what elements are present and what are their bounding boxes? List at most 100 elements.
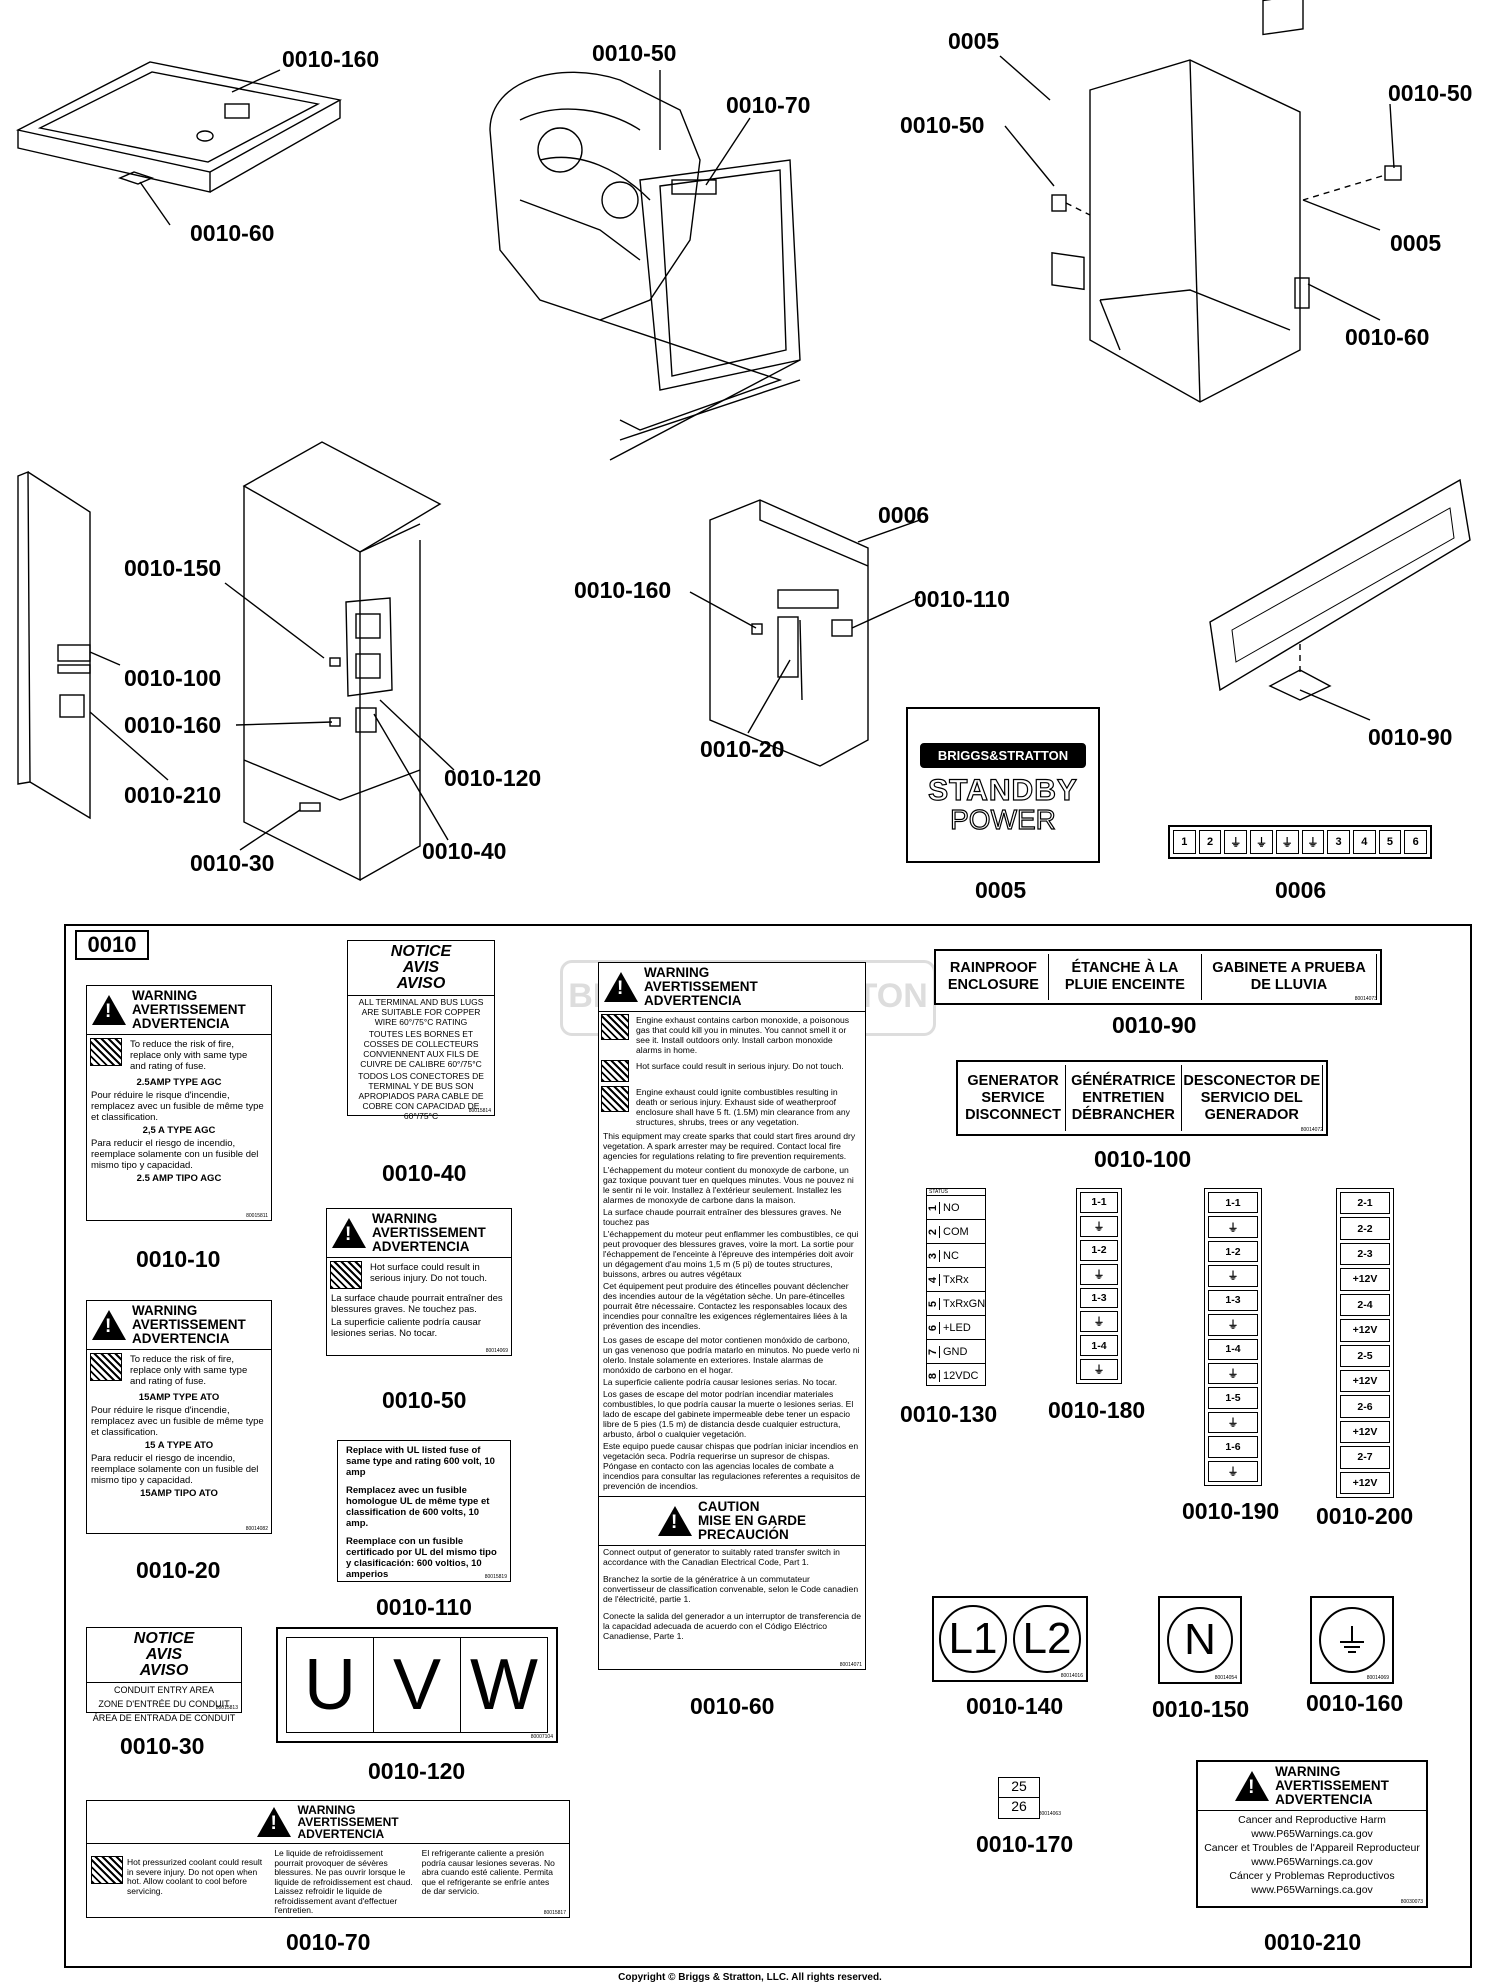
terminal-3: 3 [1327, 830, 1350, 854]
callout-0010-60-tray: 0010-60 [190, 220, 275, 246]
status-row-label: 12VDC [939, 1369, 985, 1382]
caption-0010-120: 0010-120 [368, 1758, 466, 1784]
caption-0010-100: 0010-100 [1094, 1146, 1192, 1172]
callout-0010-60-panel: 0010-60 [1345, 324, 1430, 350]
status-row-label: TxRx [939, 1273, 985, 1286]
terminal-label: 2-2 [1340, 1217, 1390, 1240]
status-row-label: NO [939, 1201, 985, 1214]
phase-v: V [374, 1638, 461, 1732]
callout-0010-160-door: 0010-160 [124, 712, 222, 738]
callout-0010-50-left: 0010-50 [900, 112, 985, 138]
terminal-label: 2-3 [1340, 1242, 1390, 1266]
power-text: POWER [950, 803, 1057, 835]
caption-0010-60: 0010-60 [690, 1693, 775, 1719]
caption-0010-180: 0010-180 [1048, 1397, 1146, 1423]
ground-terminal-icon: ⏚ [1224, 830, 1248, 854]
callout-0010-100: 0010-100 [124, 665, 222, 691]
callout-0006-box: 0006 [878, 502, 930, 528]
callout-0010-210: 0010-210 [124, 782, 222, 808]
status-row-label: +LED [939, 1321, 985, 1334]
ground-symbol-svg [1340, 1626, 1364, 1653]
status-row-number: 7 [927, 1348, 939, 1355]
decal-0010-100: GENERATOR SERVICE DISCONNECT GÉNÉRATRICE… [956, 1060, 1328, 1136]
warning-triangle-icon [92, 995, 126, 1025]
decal-0010-110: Replace with UL listed fuse of same type… [337, 1440, 511, 1582]
decal-0010-130: STATUS 1NO2COM3NC4TxRx5TxRxGND6+LED7GND8… [926, 1188, 986, 1386]
warning-triangle-icon [604, 972, 638, 1002]
caution-triangle-icon [657, 1506, 692, 1536]
fire-hazard-icon [90, 1353, 122, 1381]
caption-0010-50: 0010-50 [382, 1387, 467, 1413]
callout-0010-50-right: 0010-50 [1388, 80, 1473, 106]
terminal-label: 2-5 [1340, 1344, 1390, 1367]
standby-text: STANDBY [928, 773, 1078, 807]
copyright-footer: Copyright © Briggs & Stratton, LLC. All … [618, 1972, 882, 1983]
warning-triangle-icon [257, 1807, 292, 1837]
ground-terminal-icon: ⏚ [1208, 1362, 1258, 1385]
terminal-label: 2-6 [1340, 1395, 1390, 1418]
caption-0010-170: 0010-170 [976, 1831, 1074, 1857]
callout-0010-150: 0010-150 [124, 555, 222, 581]
caption-0010-140: 0010-140 [966, 1693, 1064, 1719]
status-row-number: 4 [927, 1276, 939, 1283]
callout-0005-right: 0005 [1390, 230, 1442, 256]
status-row-number: 1 [927, 1204, 939, 1211]
caption-0005: 0005 [975, 877, 1027, 903]
fire-hazard-icon [601, 1086, 629, 1112]
status-row-label: GND [939, 1345, 985, 1358]
ground-terminal-icon: ⏚ [1208, 1460, 1258, 1483]
status-row-label: TxRxGND [939, 1297, 985, 1310]
terminal-label: 1-2 [1208, 1240, 1258, 1263]
caption-0010-20: 0010-20 [136, 1557, 221, 1583]
ground-terminal-icon: ⏚ [1080, 1263, 1118, 1285]
decal-0010-120: U V W 80007104 [276, 1627, 558, 1743]
callout-0010-50-engine: 0010-50 [592, 40, 677, 66]
decal-0005-standby-power: BRIGGS&STRATTON STANDBY POWER [906, 707, 1100, 863]
terminal-label: 1-5 [1208, 1387, 1258, 1409]
status-row-number: 5 [927, 1300, 939, 1307]
terminal-label: 1-4 [1080, 1335, 1118, 1357]
callout-0010-70-engine: 0010-70 [726, 92, 811, 118]
terminal-label: 1-4 [1208, 1338, 1258, 1360]
terminal-label: 1-1 [1080, 1192, 1118, 1213]
caption-0010-10: 0010-10 [136, 1246, 221, 1272]
caption-0010-130: 0010-130 [900, 1401, 998, 1427]
caption-0010-160: 0010-160 [1306, 1690, 1404, 1716]
leader-lines [89, 55, 1395, 851]
caption-0010-40: 0010-40 [382, 1160, 467, 1186]
fire-hazard-icon [90, 1038, 122, 1066]
ground-terminal-icon: ⏚ [1301, 830, 1325, 854]
terminal-label: 1-2 [1080, 1239, 1118, 1261]
phase-w: W [470, 1645, 538, 1725]
caption-0010-150: 0010-150 [1152, 1696, 1250, 1722]
callout-0010-30: 0010-30 [190, 850, 275, 876]
exhaust-hazard-icon [601, 1014, 629, 1040]
callout-0010-40: 0010-40 [422, 838, 507, 864]
terminal-label: +12V [1340, 1471, 1390, 1495]
neutral-symbol: N [1167, 1607, 1233, 1673]
hot-surface-icon [330, 1261, 362, 1289]
caption-0010-190: 0010-190 [1182, 1498, 1280, 1524]
ground-terminal-icon: ⏚ [1275, 830, 1299, 854]
exploded-view-drawings [15, 0, 1471, 882]
caption-0010-70: 0010-70 [286, 1929, 371, 1955]
terminal-label: +12V [1340, 1369, 1390, 1393]
terminal-4: 4 [1352, 830, 1376, 854]
caption-0010-200: 0010-200 [1316, 1503, 1414, 1529]
ground-terminal-icon: ⏚ [1208, 1265, 1258, 1287]
terminal-label: 2-4 [1340, 1293, 1390, 1317]
terminal-5: 5 [1378, 830, 1402, 854]
callout-0010-160-box: 0010-160 [574, 577, 672, 603]
callout-0010-120: 0010-120 [444, 765, 542, 791]
control-box-drawing [709, 499, 869, 767]
terminal-2: 2 [1198, 830, 1222, 854]
caption-0010-90: 0010-90 [1112, 1012, 1197, 1038]
